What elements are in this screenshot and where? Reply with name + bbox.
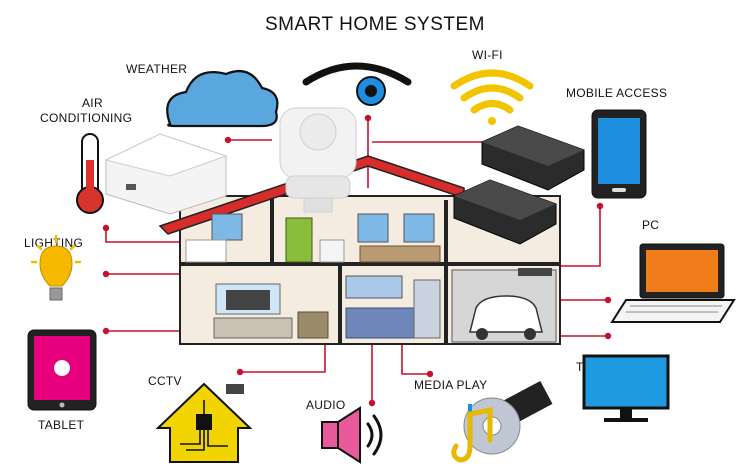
media-play-icon (451, 380, 553, 463)
cctv-house-icon (155, 382, 253, 463)
wifi-icon (450, 69, 534, 125)
house (158, 155, 561, 345)
eye-icon (302, 62, 412, 106)
router-hub (279, 107, 357, 213)
gateway-device-2 (453, 179, 557, 245)
label-audio: AUDIO (306, 398, 346, 412)
diagram-title: SMART HOME SYSTEM (265, 14, 485, 35)
label-tablet: TABLET (38, 418, 85, 432)
gateway-device-1 (481, 125, 585, 191)
connector-lines (105, 118, 608, 403)
label-mobile-access: MOBILE ACCESS (566, 86, 668, 100)
label-air-line2: CONDITIONING (40, 111, 133, 125)
tablet-icon (27, 329, 97, 411)
label-air-line1: AIR (82, 96, 103, 110)
laptop-icon (610, 243, 736, 323)
light-bulb-icon (30, 234, 82, 301)
label-pc: PC (642, 218, 660, 232)
label-weather: WEATHER (126, 62, 188, 76)
thermometer-icon (76, 133, 104, 214)
tv-icon (582, 354, 670, 422)
speaker-icon (321, 406, 383, 464)
mobile-phone-icon (591, 109, 647, 199)
label-cctv: CCTV (148, 374, 182, 388)
label-wifi: WI-FI (472, 48, 503, 62)
air-conditioning-unit (104, 133, 228, 215)
cloud-icon (166, 70, 279, 128)
label-media-play: MEDIA PLAY (414, 378, 488, 392)
